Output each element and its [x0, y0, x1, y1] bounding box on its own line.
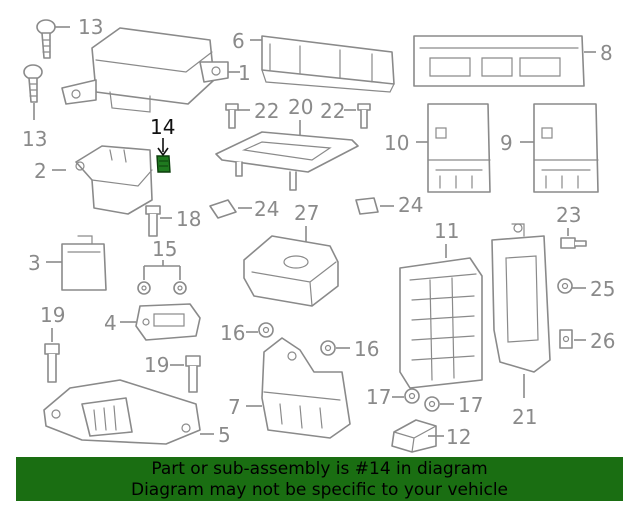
label-26[interactable]: 26: [590, 329, 615, 353]
part-16-nut-left[interactable]: [258, 322, 274, 338]
part-23-bolt[interactable]: [560, 237, 587, 249]
label-3[interactable]: 3: [28, 251, 41, 275]
part-20-bracket[interactable]: [215, 131, 359, 191]
label-13-upper[interactable]: 13: [78, 15, 103, 39]
part-9-module[interactable]: [533, 103, 599, 193]
label-25[interactable]: 25: [590, 277, 615, 301]
part-13-fastener-upper[interactable]: [36, 19, 56, 59]
label-1[interactable]: 1: [238, 61, 251, 85]
part-22-bolt-left[interactable]: [225, 103, 239, 129]
label-21[interactable]: 21: [512, 405, 537, 429]
part-21-bracket[interactable]: [491, 223, 551, 373]
label-11[interactable]: 11: [434, 219, 459, 243]
part-26-clip[interactable]: [559, 329, 573, 349]
part-17-nut-left[interactable]: [404, 388, 420, 404]
part-19-bolt-upper[interactable]: [44, 343, 60, 383]
part-18-bolt[interactable]: [145, 205, 161, 237]
part-25-nut[interactable]: [557, 278, 573, 294]
label-17-left[interactable]: 17: [366, 385, 391, 409]
part-24-clip-left[interactable]: [209, 199, 237, 219]
label-14[interactable]: 14: [150, 115, 175, 139]
part-4-bracket[interactable]: [135, 303, 201, 341]
label-5[interactable]: 5: [218, 423, 231, 447]
label-22-left[interactable]: 22: [254, 99, 279, 123]
part-15-nuts[interactable]: [137, 281, 187, 295]
part-7-bracket[interactable]: [261, 337, 351, 439]
label-2[interactable]: 2: [34, 159, 47, 183]
parts-diagram: 13 13 1 6 8 22 22: [22, 15, 615, 453]
part-5-module[interactable]: [43, 379, 201, 445]
part-19-bolt-lower[interactable]: [185, 355, 201, 393]
notice-line-1: Part or sub-assembly is #14 in diagram: [151, 459, 488, 479]
part-22-bolt-right[interactable]: [357, 103, 371, 129]
label-19-upper[interactable]: 19: [40, 303, 65, 327]
part-13-fastener-lower[interactable]: [23, 64, 43, 103]
part-24-clip-right[interactable]: [355, 197, 379, 215]
part-2-sensor[interactable]: [75, 145, 153, 215]
part-8-module[interactable]: [413, 35, 585, 87]
label-9[interactable]: 9: [500, 131, 513, 155]
label-15[interactable]: 15: [152, 237, 177, 261]
part-27-box[interactable]: [243, 235, 339, 307]
part-11-fuse-box[interactable]: [399, 257, 483, 389]
label-6[interactable]: 6: [232, 29, 245, 53]
part-12-module[interactable]: [391, 419, 437, 453]
part-1-module[interactable]: [61, 27, 229, 113]
part-6-cover[interactable]: [261, 35, 395, 93]
label-8[interactable]: 8: [600, 41, 613, 65]
label-24-right[interactable]: 24: [398, 193, 423, 217]
label-18[interactable]: 18: [176, 207, 201, 231]
label-24-left[interactable]: 24: [254, 197, 279, 221]
label-7[interactable]: 7: [228, 395, 241, 419]
label-16-right[interactable]: 16: [354, 337, 379, 361]
label-13-lower[interactable]: 13: [22, 127, 47, 151]
part-3-module[interactable]: [61, 235, 107, 291]
notice-banner: Part or sub-assembly is #14 in diagram D…: [16, 457, 623, 501]
part-16-nut-right[interactable]: [320, 340, 336, 356]
part-10-module[interactable]: [427, 103, 491, 193]
part-17-nut-right[interactable]: [424, 396, 440, 412]
label-17-right[interactable]: 17: [458, 393, 483, 417]
notice-line-2: Diagram may not be specific to your vehi…: [130, 480, 508, 500]
label-23[interactable]: 23: [556, 203, 581, 227]
label-12[interactable]: 12: [446, 425, 471, 449]
label-10[interactable]: 10: [384, 131, 409, 155]
label-16-left[interactable]: 16: [220, 321, 245, 345]
label-22-right[interactable]: 22: [320, 99, 345, 123]
label-4[interactable]: 4: [104, 311, 117, 335]
label-27[interactable]: 27: [294, 201, 319, 225]
label-19-lower[interactable]: 19: [144, 353, 169, 377]
part-14-highlighted[interactable]: [156, 155, 171, 173]
label-20[interactable]: 20: [288, 95, 313, 119]
